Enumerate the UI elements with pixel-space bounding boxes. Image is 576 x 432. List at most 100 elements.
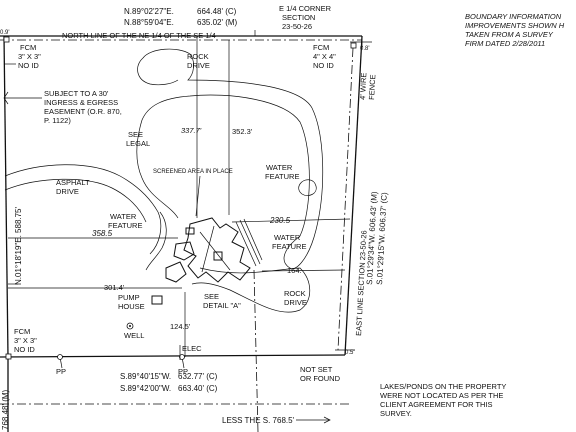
west-boundary-line — [3, 35, 9, 358]
rock-drive-top-label-1: ROCK — [187, 52, 209, 61]
asphalt-drive-south-edge — [4, 178, 147, 223]
easement-arrow — [3, 91, 9, 105]
interior-dash-line — [253, 269, 259, 432]
fcm-ne-label-3: NO ID — [313, 61, 334, 70]
corner-label-2: SECTION — [282, 13, 315, 22]
fcm-nw-label-3: NO ID — [18, 61, 39, 70]
dim-301: 301.4' — [104, 283, 125, 292]
easement-label-4: P. 1122) — [44, 116, 71, 125]
north-dist-calc: 664.48' (C) — [197, 7, 237, 16]
corner-label-1: E 1/4 CORNER — [279, 4, 332, 13]
boundary-note-2: IMPROVEMENTS SHOWN H — [465, 21, 565, 30]
pump-house-label-2: HOUSE — [118, 302, 145, 311]
dim-230: 230.5 — [269, 216, 291, 225]
west-bottom-dist: 768.48' (M) — [1, 389, 10, 430]
fcm-sw-label-1: FCM — [14, 327, 30, 336]
north-bearing-calc: N.89°02'27"E. — [124, 7, 174, 16]
fcm-sw-label-3: NO ID — [14, 345, 35, 354]
south-bearing-calc: S.89°40'15"W. — [120, 372, 171, 381]
lakes-note-3: CLIENT AGREEMENT FOR THIS — [380, 400, 493, 409]
boundary-note-1: BOUNDARY INFORMATION — [465, 12, 562, 21]
wire-fence-label-1: 4' WIRE — [358, 72, 368, 100]
not-set-label-2: OR FOUND — [300, 374, 341, 383]
pp-left-marker — [57, 354, 63, 360]
pp-left-label: PP — [56, 367, 66, 376]
water-feature-e-label-1: WATER — [274, 233, 301, 242]
pp-right-label: PP — [178, 367, 188, 376]
asphalt-drive-loop — [145, 211, 167, 271]
pump-house-label-1: PUMP — [118, 293, 140, 302]
south-bearing-meas: S.89°42'00"W. — [120, 384, 171, 393]
rock-drive-top-label-2: DRIVE — [187, 61, 210, 70]
main-house — [165, 217, 251, 283]
water-feature-w-label-1: WATER — [110, 212, 137, 221]
fcm-ne-label-1: FCM — [313, 43, 329, 52]
easement-label-1: SUBJECT TO A 30' — [44, 89, 109, 98]
fcm-nw-label-1: FCM — [20, 43, 36, 52]
less-the-label: LESS THE S. 768.5' — [222, 416, 295, 425]
nw-offset-dim: 0.9' — [0, 30, 10, 36]
see-detail-label-2: DETAIL "A" — [203, 301, 241, 310]
see-legal-label-1: SEE — [128, 130, 143, 139]
pp-right-marker — [179, 354, 185, 360]
water-feature-ne-shape — [298, 179, 317, 196]
lakes-note-4: SURVEY. — [380, 409, 412, 418]
rock-drive-outer — [136, 48, 324, 270]
dim-line-164 — [261, 269, 346, 272]
less-the-arrow-head — [323, 416, 331, 424]
asphalt-drive-label-2: DRIVE — [56, 187, 79, 196]
asphalt-drive-label-1: ASPHALT — [56, 178, 90, 187]
south-dist-calc: 632.77' (C) — [178, 372, 218, 381]
rock-drive-bottom-label-2: DRIVE — [284, 298, 307, 307]
screened-area-label: SCREENED AREA IN PLACE — [153, 169, 233, 175]
boundary-note-3: TAKEN FROM A SURVEY — [465, 30, 554, 39]
dim-164: 164. — [287, 266, 302, 275]
fcm-sw-marker — [5, 353, 12, 360]
fcm-nw-label-2: 3" X 3" — [18, 52, 41, 61]
dim-line-230 — [231, 218, 351, 223]
elec-label: ELEC — [182, 344, 202, 353]
well-label: WELL — [124, 331, 144, 340]
screened-area-leader — [195, 175, 201, 217]
east-boundary-line — [344, 35, 363, 356]
asphalt-drive-north-edge — [4, 164, 162, 255]
water-feature-w-label-2: FEATURE — [108, 221, 142, 230]
north-line-label: NORTH LINE OF THE NE 1/4 OF THE SE 1/4 — [62, 31, 216, 40]
rock-drive-bottom-label-1: ROCK — [284, 289, 306, 298]
not-set-label-1: NOT SET — [300, 365, 333, 374]
pump-house-building — [151, 295, 163, 305]
water-feature-ne-label-2: FEATURE — [265, 172, 299, 181]
see-legal-label-2: LEGAL — [126, 139, 150, 148]
south-boundary-line — [0, 354, 346, 358]
se-offset-dim: 0.5' — [345, 350, 355, 356]
wire-fence-label-2: FENCE — [367, 74, 377, 100]
dim-337: 337.7' — [181, 126, 202, 135]
east-fence-line — [337, 47, 354, 351]
water-feature-ne-label-1: WATER — [266, 163, 293, 172]
corner-label-3: 23-50-26 — [282, 22, 312, 31]
easement-label-2: INGRESS & EGRESS — [44, 98, 118, 107]
rock-drive-turnaround — [137, 57, 179, 86]
north-dist-meas: 635.02' (M) — [197, 18, 238, 27]
lakes-note-1: LAKES/PONDS ON THE PROPERTY — [380, 382, 506, 391]
south-dist-meas: 663.40' (C) — [178, 384, 218, 393]
north-bearing-meas: N.88°59'04"E. — [124, 18, 174, 27]
screened-area — [235, 218, 263, 267]
fcm-nw-marker — [3, 36, 10, 43]
west-bearing: N.01°18'19"E. 588.75' — [14, 206, 23, 285]
rock-drive-lower — [191, 267, 311, 313]
dim-352: 352.3' — [232, 127, 253, 136]
boundary-note-4: FIRM DATED 2/28/2011 — [465, 39, 545, 48]
see-detail-label-1: SEE — [204, 292, 219, 301]
fcm-sw-label-2: 3" X 3" — [14, 336, 37, 345]
water-feature-e-label-2: FEATURE — [272, 242, 306, 251]
dim-124: 124.5' — [170, 322, 191, 331]
fcm-ne-label-2: 4" X 4" — [313, 52, 336, 61]
lakes-note-2: WERE NOT LOCATED AS PER THE — [380, 391, 503, 400]
fcm-ne-marker — [350, 42, 357, 49]
ne-offset-dim: 0.8' — [360, 46, 370, 52]
easement-label-3: EASEMENT (O.R. 870, — [44, 107, 122, 116]
well-marker — [126, 322, 134, 330]
dim-358: 358.5 — [92, 229, 113, 238]
